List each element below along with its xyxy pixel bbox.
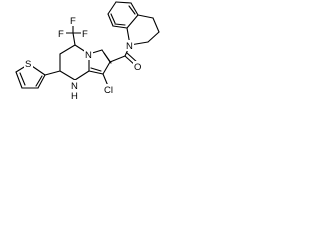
atom-labels: F F F N N N H Cl O S — [24, 15, 143, 102]
bond-c2-c3 — [102, 61, 111, 75]
oxygen-label: O — [134, 62, 141, 73]
bond-thio-c4-c5 — [15, 71, 23, 89]
bond-benzo-inner-1 — [128, 5, 136, 15]
bond-benzo-c4a-c5 — [130, 2, 139, 16]
bond-thio-c4-c5-double — [19, 72, 26, 86]
bond-n2-c2-double — [103, 52, 112, 64]
bond-c3a-n4 — [74, 70, 90, 81]
bond-lines — [15, 1, 160, 89]
label-bg-f-top — [69, 15, 78, 26]
label-bg-n-top — [84, 49, 93, 60]
chlorine-label: Cl — [104, 85, 113, 96]
bond-c2-carbonyl — [109, 55, 126, 63]
bond-thq-c2-c3 — [147, 31, 160, 43]
bond-thq-c4a-c8a — [126, 14, 139, 29]
bond-c3-c3a — [88, 70, 104, 75]
fluorine-label-right: F — [82, 29, 88, 40]
bond-cf3-c7 — [72, 32, 76, 46]
bond-thq-c4-c4a — [137, 14, 154, 19]
label-bg-cl — [103, 84, 117, 95]
bond-c3-c3a-double — [90, 67, 102, 72]
label-bg-h-nh — [70, 90, 79, 101]
sulfur-label: S — [25, 59, 31, 70]
hydrogen-label-nh: H — [71, 91, 78, 102]
label-bg-o — [133, 61, 143, 72]
label-bg-n-nh — [70, 80, 79, 91]
bond-c6-c7 — [59, 44, 76, 55]
bond-n4-c5 — [59, 70, 76, 81]
fluorine-label-top: F — [70, 16, 76, 27]
label-bg-f-right — [81, 28, 90, 39]
molecule-structure-diagram: F F F N N N H Cl O S — [15, 1, 160, 102]
bond-benzo-inner-2 — [110, 13, 116, 24]
bond-thio-c2-c3 — [37, 74, 46, 89]
bond-thq-c3-c4 — [152, 17, 160, 33]
nitrogen-label-nh: N — [71, 81, 78, 92]
nitrogen-label-top: N — [85, 50, 92, 61]
bond-benzo-c7-c8 — [107, 13, 114, 27]
bond-benzo-c6-c7 — [107, 1, 117, 15]
nitrogen-label-right: N — [126, 41, 133, 52]
bond-thio-c2-c3-double — [35, 75, 43, 87]
bond-benzo-c8-c8a — [112, 25, 128, 29]
label-bg-n-right — [125, 40, 134, 51]
label-bg-s — [24, 58, 33, 69]
bond-c5-thiophene — [44, 70, 61, 76]
fluorine-label-left: F — [58, 29, 64, 40]
label-bg-f-left — [57, 28, 66, 39]
bond-benzo-inner-3 — [114, 23, 126, 26]
bond-benzo-c5-c6 — [115, 1, 132, 4]
